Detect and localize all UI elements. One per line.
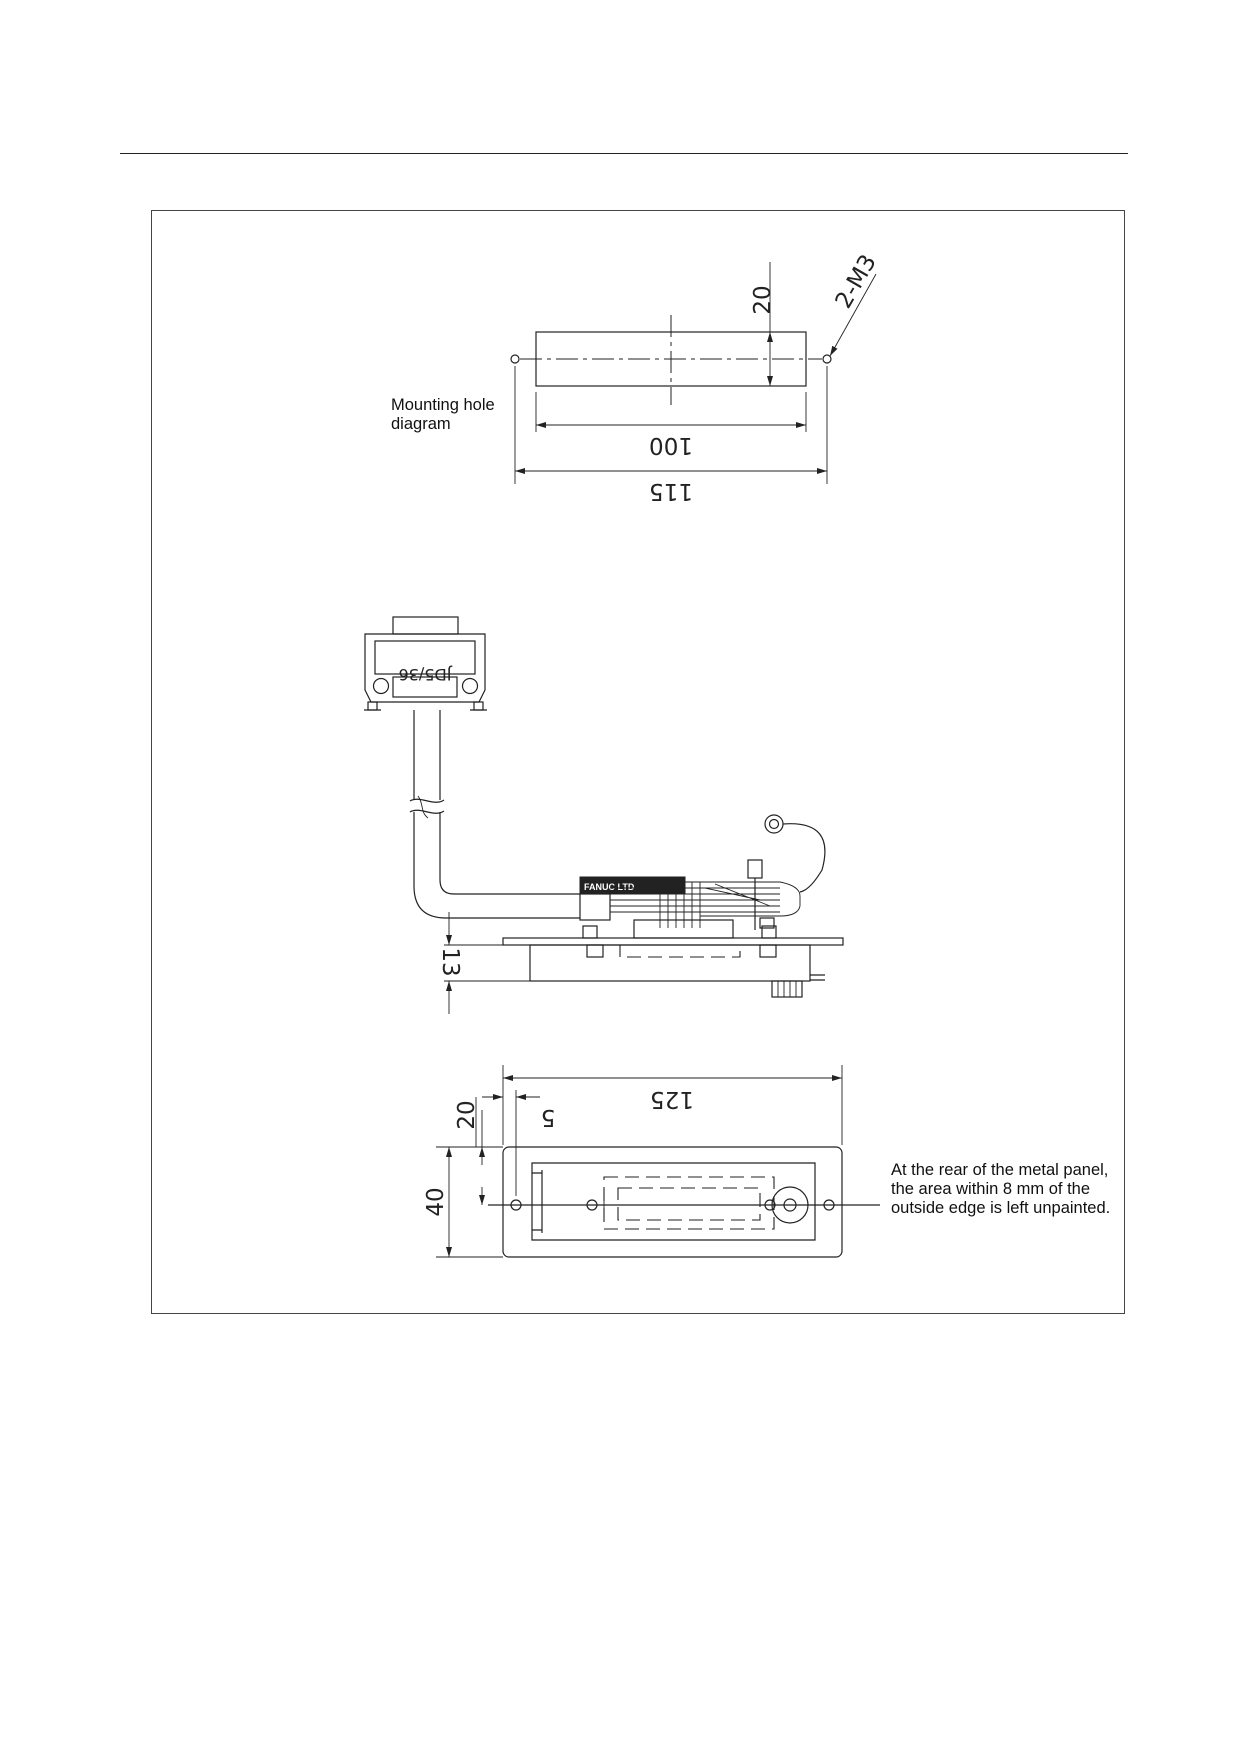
mount-hole-left (510, 354, 520, 364)
dim-125: 125 (650, 1086, 694, 1112)
maker-plate-text: FANUC LTD (584, 882, 635, 892)
dim-100: 100 (649, 432, 693, 458)
connector-screw-right (461, 677, 479, 695)
front-screw-head (771, 1186, 809, 1224)
connector-screw-left (372, 677, 390, 695)
housing-below-panel (529, 944, 811, 982)
dim-5: 5 (541, 1104, 556, 1130)
connector-cutout-outline (531, 1162, 816, 1241)
ground-ring-terminal (764, 814, 784, 834)
ground-lead (782, 823, 826, 893)
front-view: 125 5 20 40 (423, 1065, 880, 1258)
panel-outline (502, 1146, 843, 1258)
figure-frame (151, 210, 1125, 1314)
dim-40: 40 (423, 1187, 449, 1216)
hole-spec-label: 2-M3 (831, 250, 882, 313)
side-view: JD5/36 FANUC LTD (364, 616, 844, 1014)
ribbon-wires (610, 881, 801, 917)
upper-mount-block (633, 919, 734, 939)
cable (413, 710, 580, 919)
clamp-block (579, 893, 611, 921)
dim-115: 115 (649, 478, 693, 504)
unpainted-area-note: At the rear of the metal panel, the area… (891, 1161, 1111, 1217)
dim-13: 13 (437, 947, 463, 976)
dim-20-top: 20 (750, 285, 776, 314)
connector-top-tab (392, 616, 459, 635)
mounting-hole-diagram: 20 2-M3 100 115 (510, 250, 882, 504)
mount-hole-right (822, 354, 832, 364)
header-rule (120, 153, 1128, 154)
connector-window (374, 640, 476, 675)
connector-name-label: JD5/36 (399, 665, 453, 684)
metal-panel (502, 937, 844, 946)
mounting-hole-note: Mounting hole diagram (391, 396, 495, 433)
leader-2-m3 (829, 273, 877, 357)
connector-label-box (392, 676, 458, 698)
knurled-knob (771, 980, 803, 998)
dim-20-front: 20 (454, 1100, 480, 1129)
